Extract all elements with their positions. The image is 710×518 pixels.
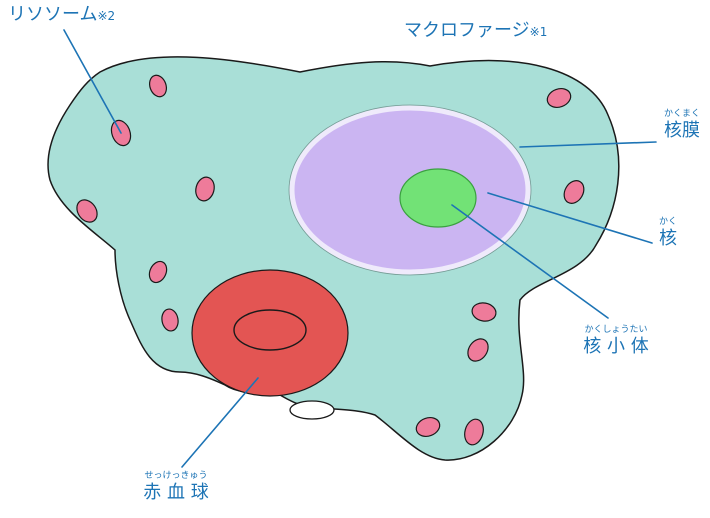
label-nucleolus: かくしょうたい 核 小 体 xyxy=(568,326,664,356)
label-lysosome-text: リソソーム xyxy=(8,4,97,25)
cell-bay xyxy=(290,401,334,419)
label-nuclear-membrane: かくまく 核膜 xyxy=(656,110,708,140)
label-nucleus-ruby: かく xyxy=(650,218,686,227)
leader-red-blood-cell xyxy=(182,378,258,467)
label-macrophage: マクロファージ※1 xyxy=(404,22,547,40)
red-blood-cell xyxy=(192,270,348,396)
label-nucleus-text: 核 xyxy=(650,230,686,248)
label-lysosome: リソソーム※2 xyxy=(8,6,115,24)
label-red-blood-cell-text: 赤 血 球 xyxy=(128,484,224,502)
macrophage-cell-body xyxy=(48,57,619,460)
label-nucleus: かく 核 xyxy=(650,218,686,248)
label-lysosome-note: ※2 xyxy=(97,9,115,23)
label-red-blood-cell-ruby: せっけっきゅう xyxy=(128,472,224,481)
nucleolus xyxy=(400,169,476,227)
label-macrophage-note: ※1 xyxy=(530,25,548,39)
label-red-blood-cell: せっけっきゅう 赤 血 球 xyxy=(128,472,224,502)
label-nuclear-membrane-text: 核膜 xyxy=(656,122,708,140)
label-nucleolus-text: 核 小 体 xyxy=(568,338,664,356)
label-macrophage-text: マクロファージ xyxy=(404,20,530,41)
label-nucleolus-ruby: かくしょうたい xyxy=(568,326,664,335)
label-nuclear-membrane-ruby: かくまく xyxy=(656,110,708,119)
